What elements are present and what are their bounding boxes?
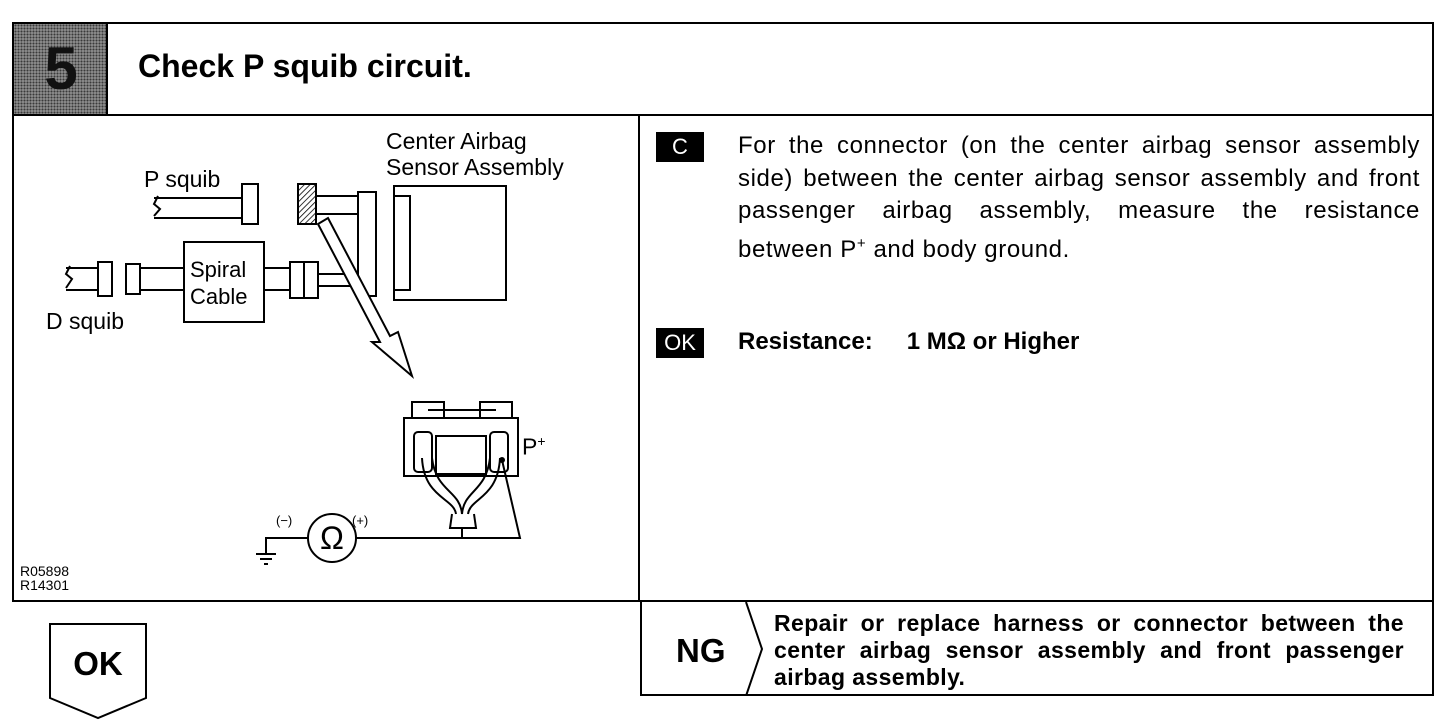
instruction-text: For the connector (on the center airbag … xyxy=(738,132,1420,263)
connector-housing xyxy=(403,417,519,477)
result-value: 1 MΩ or Higher xyxy=(906,328,1080,355)
ground-symbol xyxy=(256,553,276,565)
ng-action-text: Repair or replace harness or connector b… xyxy=(774,610,1404,690)
connector-wire-left xyxy=(421,457,463,515)
label-plus-terminal: (+) xyxy=(352,513,369,528)
panel-divider xyxy=(638,116,640,602)
label-p-plus: P+ xyxy=(522,433,546,460)
instruction-badge: C xyxy=(656,132,704,162)
p-squib-wire-break xyxy=(152,195,162,217)
label-center-airbag: Center Airbag xyxy=(386,128,527,154)
result-label: Resistance: xyxy=(738,328,873,355)
sensor-assembly-plate xyxy=(393,195,411,291)
spiral-connector-a xyxy=(289,261,305,299)
label-sensor-assembly: Sensor Assembly xyxy=(386,154,564,180)
spiral-out-wire xyxy=(264,267,290,291)
d-squib-connector-b xyxy=(125,263,141,295)
figure-ref-1: R05898 xyxy=(20,563,70,579)
spiral-connector-b xyxy=(303,261,319,299)
label-spiral: Spiral xyxy=(190,257,247,282)
result-badge: OK xyxy=(656,328,704,358)
result-line: Resistance: 1 MΩ or Higher xyxy=(738,328,1079,356)
ohm-symbol: Ω xyxy=(320,520,344,556)
connector-wire-right xyxy=(461,457,501,515)
step-number-box xyxy=(14,24,108,114)
probe-point xyxy=(499,457,505,463)
ohmmeter-positive-lead xyxy=(356,459,522,539)
page-title: Check P squib circuit. xyxy=(138,48,472,84)
ohmmeter-negative-lead xyxy=(265,537,308,554)
connector-terminal-left xyxy=(413,431,433,473)
hatched-connector xyxy=(297,183,317,225)
header-row xyxy=(12,22,1434,116)
connector-terminal-right xyxy=(489,431,509,473)
procedure-frame xyxy=(12,22,1434,602)
hatched-connector-wire xyxy=(316,195,358,215)
ng-label: NG xyxy=(676,632,726,669)
connector-callout-arrow xyxy=(316,216,415,380)
d-squib-connector-a xyxy=(97,261,113,297)
figure-ref-2: R14301 xyxy=(20,577,70,593)
connector-center-cavity xyxy=(435,435,487,475)
d-squib-to-spiral-wire xyxy=(140,267,184,291)
label-cable: Cable xyxy=(190,284,248,309)
p-squib-wire xyxy=(154,197,242,219)
ok-flow-box xyxy=(49,623,147,720)
label-p-squib: P squib xyxy=(144,166,221,192)
step-number: 5 xyxy=(44,35,78,102)
label-d-squib: D squib xyxy=(46,308,124,334)
label-minus-terminal: (−) xyxy=(276,513,293,528)
wire-harness-bundle xyxy=(448,513,478,529)
ng-box xyxy=(640,602,1434,696)
wiring-diagram: Ω Center Airbag Sensor Assembly P squib … xyxy=(14,118,638,600)
spiral-cable-box xyxy=(183,241,265,323)
wiring-diagram-drawing: Ω xyxy=(64,183,522,565)
ng-chevron-icon xyxy=(745,602,764,696)
p-squib-connector xyxy=(241,183,259,225)
d-squib-wire-break xyxy=(64,265,74,289)
d-squib-wire xyxy=(66,267,98,291)
ok-flow-label: OK xyxy=(73,645,123,682)
